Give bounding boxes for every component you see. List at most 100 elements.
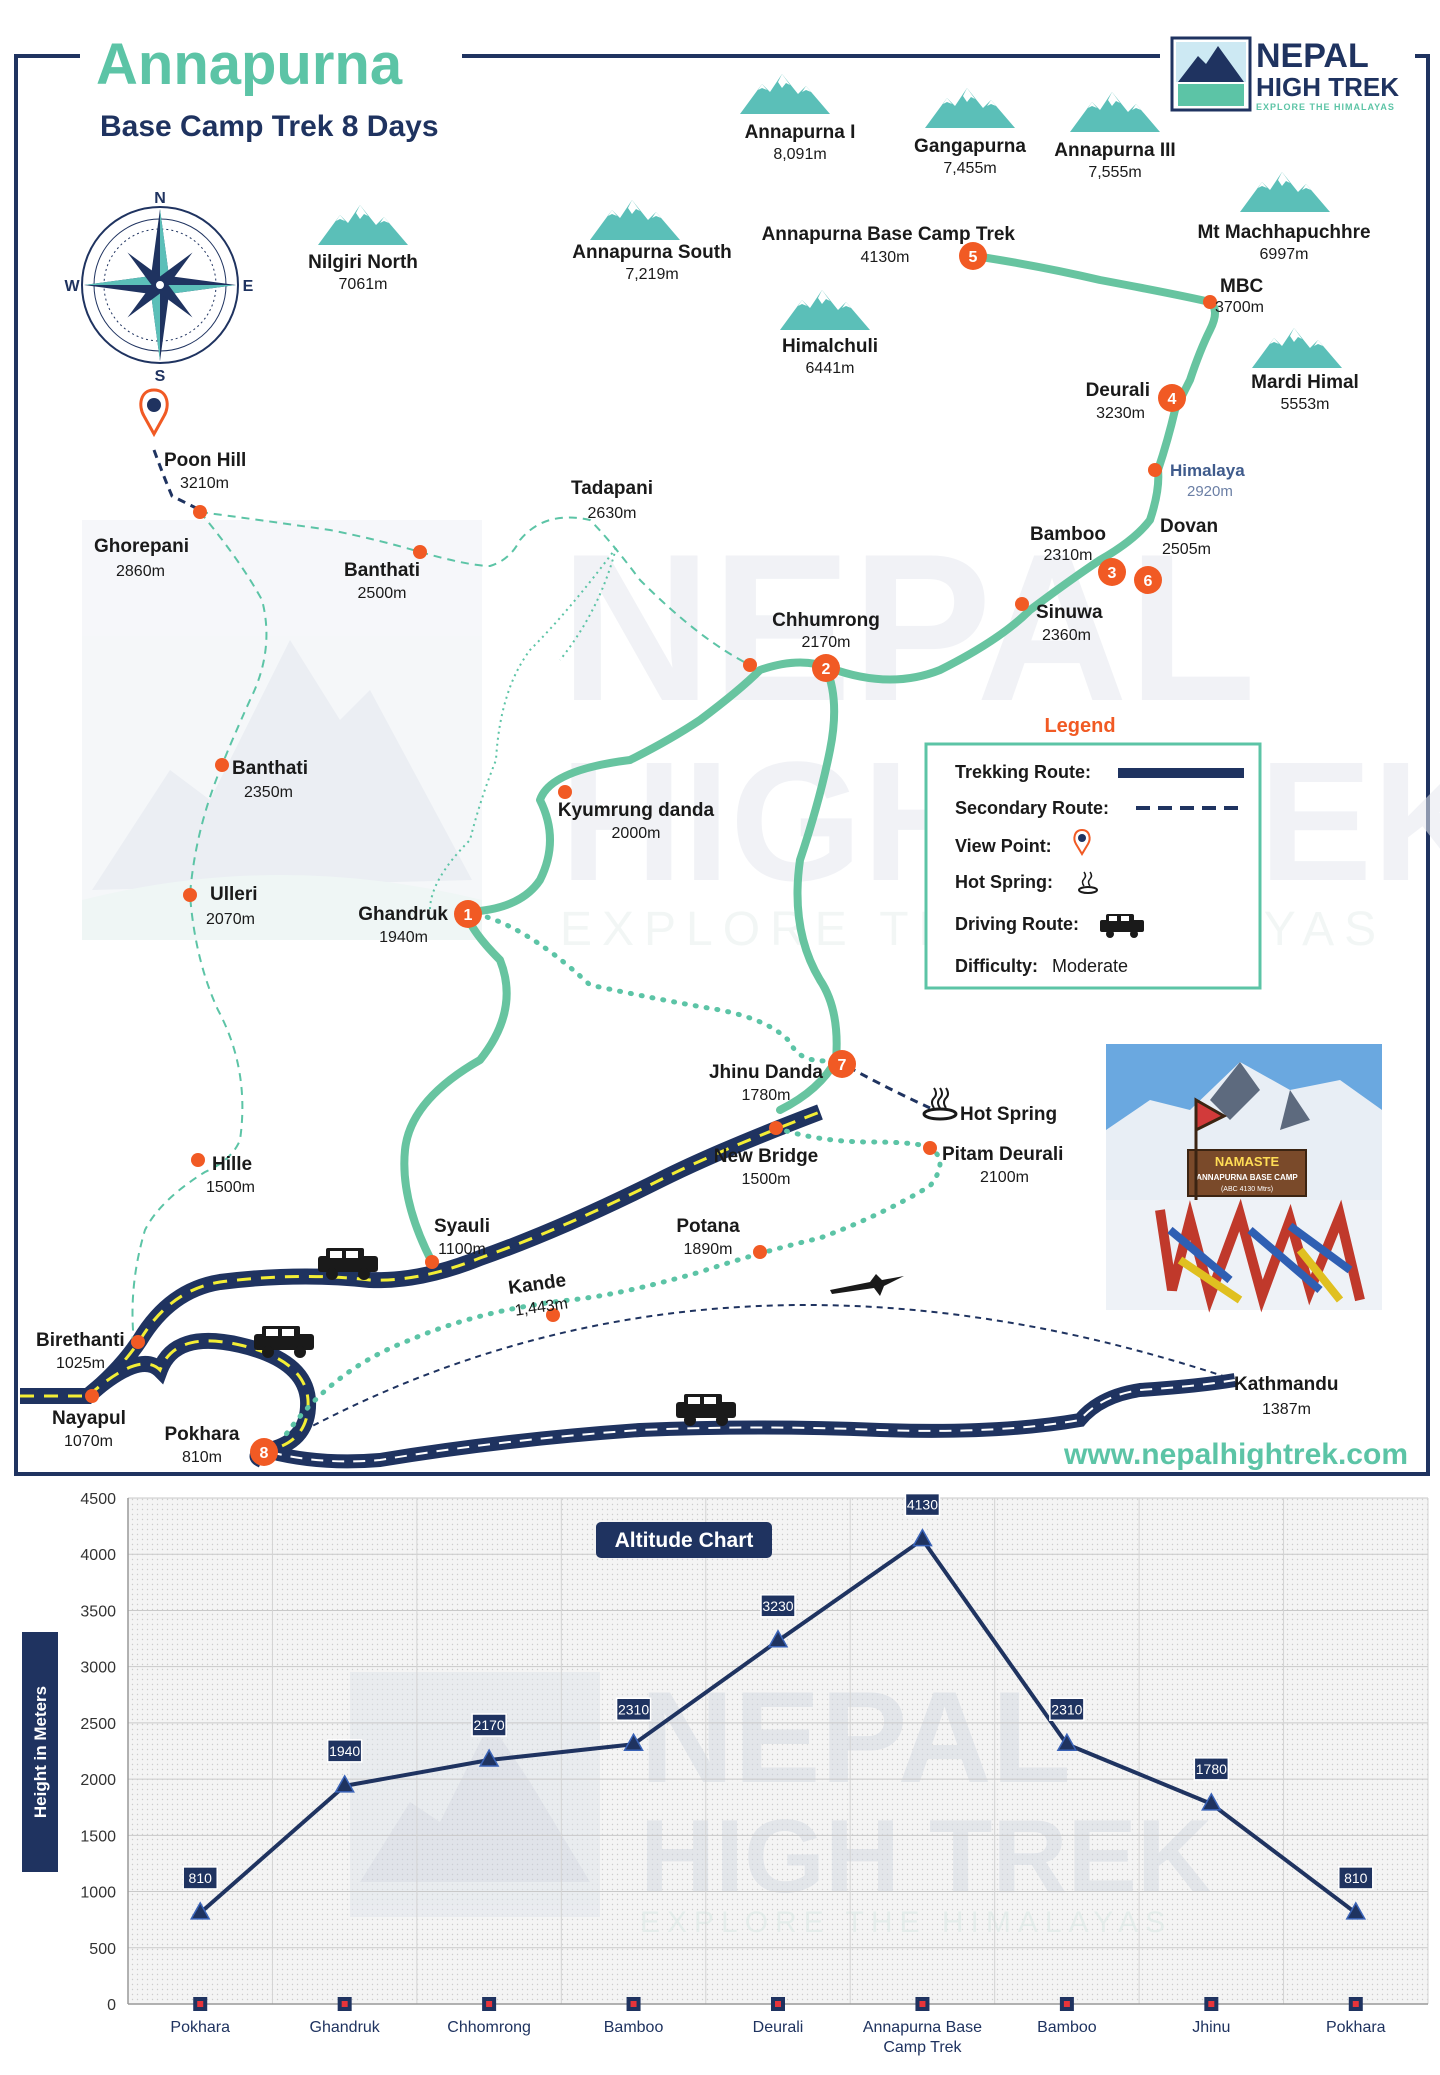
peak-machhapuchhre-name: Mt Machhapuchhre [1197, 222, 1370, 243]
photo-sign-line2: ANNAPURNA BASE CAMP [1196, 1173, 1298, 1182]
data-label: 2310 [1051, 1701, 1082, 1717]
label-birethanti: Birethanti [36, 1330, 125, 1351]
x-baseline-marker-core [1063, 2001, 1070, 2007]
abc-photo: NAMASTE ANNAPURNA BASE CAMP (ABC 4130 Mt… [1106, 1044, 1382, 1313]
page-subtitle: Base Camp Trek 8 Days [100, 110, 439, 143]
label-hotspring: Hot Spring [960, 1104, 1057, 1125]
label-potana-alt: 1890m [684, 1241, 733, 1258]
y-axis-label: Height in Meters [31, 1686, 50, 1818]
label-hille: Hille [212, 1154, 252, 1175]
chart-title: Altitude Chart [615, 1529, 754, 1552]
label-birethanti-alt: 1025m [56, 1355, 105, 1372]
secondary-routes [131, 449, 931, 1351]
brand-line1: NEPAL [1256, 37, 1369, 75]
label-banthati-2: Banthati [232, 758, 308, 779]
x-baseline-marker-core [630, 2001, 637, 2007]
peak-himalchuli-name: Himalchuli [782, 336, 878, 357]
data-label-box [904, 1492, 941, 1517]
stop-markers: 1 2 3 4 5 6 7 8 [250, 242, 1186, 1466]
x-baseline-marker-core [197, 2001, 204, 2007]
y-tick-label: 3500 [80, 1603, 116, 1620]
x-baseline-marker-core [919, 2001, 926, 2007]
place-labels: Annapurna Base Camp Trek 4130m MBC 3700m… [36, 224, 1339, 1466]
label-hille-alt: 1500m [206, 1179, 255, 1196]
peak-himalchuli-alt: 6441m [806, 360, 855, 377]
brand-logo: NEPAL HIGH TREK EXPLORE THE HIMALAYAS [1170, 36, 1399, 112]
mountain-icon [590, 200, 680, 240]
website-link[interactable]: www.nepalhightrek.com [1063, 1438, 1408, 1471]
legend-secondary-label: Secondary Route: [955, 798, 1109, 818]
label-banthati-2-alt: 2350m [244, 784, 293, 801]
chart-watermark-line2: HIGH TREK [640, 1799, 1212, 1915]
label-sinuwa: Sinuwa [1036, 602, 1103, 623]
airplane-icon [830, 1274, 904, 1296]
label-nayapul-alt: 1070m [64, 1433, 113, 1450]
label-himalaya: Himalaya [1170, 461, 1245, 480]
brand-tagline: EXPLORE THE HIMALAYAS [1256, 102, 1395, 112]
label-pitam: Pitam Deurali [942, 1144, 1063, 1165]
y-tick-label: 4000 [80, 1547, 116, 1564]
y-tick-label: 3000 [80, 1660, 116, 1677]
label-kyumrung: Kyumrung danda [558, 800, 715, 821]
x-tick-label: Ghandruk [310, 2019, 381, 2036]
label-tadapani-alt: 2630m [588, 505, 637, 522]
label-ghandruk: Ghandruk [358, 904, 448, 925]
data-label-box [1193, 1757, 1230, 1781]
x-baseline-marker-core [1352, 2001, 1359, 2007]
label-kathmandu-alt: 1387m [1262, 1401, 1311, 1418]
svg-text:4: 4 [1168, 391, 1177, 408]
label-poonhill: Poon Hill [164, 450, 246, 471]
altitude-point [912, 1528, 933, 1547]
photo-sign-line1: NAMASTE [1215, 1154, 1280, 1169]
label-ghandruk-alt: 1940m [379, 929, 428, 946]
peak-annapurna-south-alt: 7,219m [625, 266, 678, 283]
x-baseline-marker-core [1208, 2001, 1215, 2007]
hot-spring-icon [1078, 871, 1098, 894]
svg-text:6: 6 [1144, 573, 1153, 590]
x-tick-label: Pokhara [1326, 2019, 1386, 2036]
legend-driving-label: Driving Route: [955, 914, 1079, 934]
label-kande-alt: 1,443m [514, 1295, 569, 1319]
brand-line2: HIGH TREK [1256, 72, 1399, 102]
compass-w: W [64, 278, 80, 295]
y-tick-label: 1000 [80, 1885, 116, 1902]
legend-difficulty-value: Moderate [1052, 956, 1128, 976]
chart-title-box [596, 1522, 772, 1558]
data-label: 2310 [618, 1701, 649, 1717]
altitude-point [1345, 1901, 1367, 1920]
stop-6: 6 [1134, 566, 1162, 594]
label-himalaya-alt: 2920m [1187, 483, 1233, 500]
svg-text:5: 5 [969, 249, 978, 266]
label-chhumrong: Chhumrong [772, 610, 880, 631]
y-axis-label-box [22, 1632, 58, 1872]
data-label: 4130 [907, 1497, 938, 1513]
svg-text:8: 8 [260, 1445, 269, 1462]
peak-nilgiri-name: Nilgiri North [308, 252, 418, 273]
mountain-icon [740, 74, 830, 114]
label-kathmandu: Kathmandu [1234, 1374, 1339, 1395]
chart-watermark-line1: NEPAL [640, 1664, 1071, 1810]
svg-text:7: 7 [838, 1057, 847, 1074]
label-pokhara: Pokhara [165, 1424, 240, 1445]
compass-s: S [155, 368, 166, 385]
peak-machhapuchhre-alt: 6997m [1260, 246, 1309, 263]
label-mbc: MBC [1220, 276, 1264, 297]
altitude-point [189, 1901, 211, 1920]
chart-watermark-line3: EXPLORE THE HIMALAYAS [640, 1906, 1172, 1939]
data-label: 810 [189, 1870, 213, 1886]
jeep-icon [1100, 914, 1144, 938]
peak-annapurna-iii-name: Annapurna III [1054, 140, 1175, 161]
legend-hotspring-label: Hot Spring: [955, 872, 1053, 892]
mountain-icon [780, 290, 870, 330]
watermark-line1: NEPAL [560, 510, 1256, 745]
label-deurali: Deurali [1086, 380, 1150, 401]
jeep-icon [318, 1248, 378, 1280]
y-tick-label: 2500 [80, 1716, 116, 1733]
mountain-icon [318, 205, 408, 245]
y-tick-label: 0 [107, 1997, 116, 2014]
peak-annapurna-iii-alt: 7,555m [1088, 164, 1141, 181]
peak-gangapurna-name: Gangapurna [914, 136, 1026, 157]
page-title: Annapurna [96, 32, 403, 97]
altitude-chart-canvas: NEPAL HIGH TREK EXPLORE THE HIMALAYAS 05… [22, 1491, 1429, 2056]
